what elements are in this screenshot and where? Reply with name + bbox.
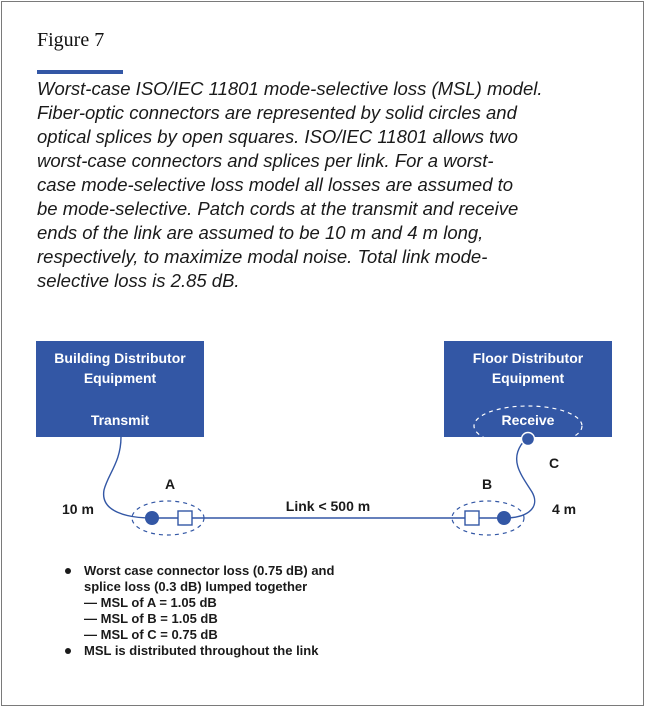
receive-connector-group [473, 405, 583, 447]
title-underline [37, 70, 123, 74]
connector-c-icon [520, 431, 536, 447]
msl-b-item: — MSL of B = 1.05 dB [66, 611, 334, 627]
receive-label: Receive [502, 412, 555, 428]
receive-patch-cord [503, 438, 536, 519]
group-a-ellipse [131, 500, 205, 536]
msl-b-text: — MSL of B = 1.05 dB [84, 611, 218, 626]
figure-caption: Worst-case ISO/IEC 11801 mode-selective … [37, 77, 627, 293]
connector-a-icon [145, 511, 159, 525]
floor-distributor-box [444, 341, 612, 437]
group-b-ellipse [451, 500, 525, 536]
caption-line: be mode-selective. Patch cords at the tr… [37, 198, 519, 219]
caption-line: selective loss is 2.85 dB. [37, 270, 240, 291]
transmit-label: Transmit [91, 412, 150, 428]
caption-line: Worst-case ISO/IEC 11801 mode-selective … [37, 78, 543, 99]
splice-a-icon [177, 510, 193, 526]
bullet-continuation: splice loss (0.3 dB) lumped together [66, 579, 334, 595]
label-c: C [549, 455, 559, 471]
left-box-title-line1: Building Distributor [54, 350, 186, 366]
bullet-text: splice loss (0.3 dB) lumped together [84, 579, 308, 594]
caption-line: ends of the link are assumed to be 10 m … [37, 222, 484, 243]
caption-line: case mode-selective loss model all losse… [37, 174, 514, 195]
building-distributor-box [36, 341, 204, 437]
left-box-title-line2: Equipment [84, 370, 157, 386]
right-box-title-line2: Equipment [492, 370, 565, 386]
caption-line: optical splices by open squares. ISO/IEC… [37, 126, 518, 147]
bullet-item: MSL is distributed throughout the link [65, 643, 334, 659]
label-link-length: Link < 500 m [286, 498, 370, 514]
label-b: B [482, 476, 492, 492]
label-a: A [165, 476, 175, 492]
splice-b-icon [464, 510, 480, 526]
notes-list: Worst case connector loss (0.75 dB) and … [65, 563, 335, 659]
bullet-icon [65, 648, 71, 654]
connector-b-icon [497, 511, 511, 525]
caption-line: Fiber-optic connectors are represented b… [37, 102, 517, 123]
caption-line: respectively, to maximize modal noise. T… [37, 246, 488, 267]
bullet-text: MSL is distributed throughout the link [84, 643, 319, 658]
bullet-icon [65, 568, 71, 574]
label-4m: 4 m [552, 501, 576, 517]
right-box-title-line1: Floor Distributor [473, 350, 584, 366]
msl-c-item: — MSL of C = 0.75 dB [66, 627, 334, 643]
msl-c-text: — MSL of C = 0.75 dB [84, 627, 218, 642]
bullet-item: Worst case connector loss (0.75 dB) and [65, 563, 335, 579]
label-10m: 10 m [62, 501, 94, 517]
caption-line: worst-case connectors and splices per li… [37, 150, 494, 171]
transmit-patch-cord [103, 436, 153, 519]
bullet-text: Worst case connector loss (0.75 dB) and [84, 563, 335, 578]
msl-a-item: — MSL of A = 1.05 dB [66, 595, 334, 611]
msl-a-text: — MSL of A = 1.05 dB [84, 595, 217, 610]
figure-title: Figure 7 [37, 29, 105, 51]
